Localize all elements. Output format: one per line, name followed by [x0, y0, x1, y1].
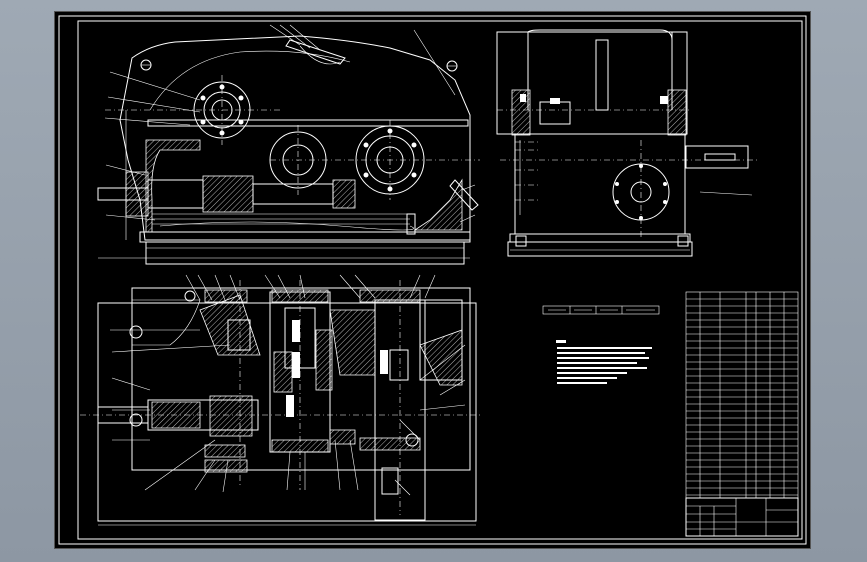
- leader-lines-plan: [110, 274, 466, 496]
- sheet-border: [58, 15, 807, 545]
- leader-lines-front: [104, 24, 476, 223]
- title-block: [685, 497, 799, 537]
- plan-intermediate-shaft: [269, 289, 333, 453]
- plan-view: [80, 274, 480, 526]
- plan-gear-1: [199, 289, 261, 473]
- parts-list: [685, 291, 799, 499]
- oil-sump: [152, 213, 414, 231]
- bolt-right: [446, 60, 458, 72]
- side-left-stubs: [515, 140, 540, 215]
- bolt-left: [140, 59, 152, 71]
- plan-output-gear: [329, 289, 463, 521]
- plan-input-shaft: [97, 395, 259, 437]
- input-shaft-section: [97, 171, 356, 217]
- technical-notes: [556, 340, 652, 384]
- side-view: [496, 29, 760, 257]
- side-flange-bolts: [511, 89, 687, 136]
- spec-table: [542, 305, 660, 315]
- front-view: [97, 24, 480, 265]
